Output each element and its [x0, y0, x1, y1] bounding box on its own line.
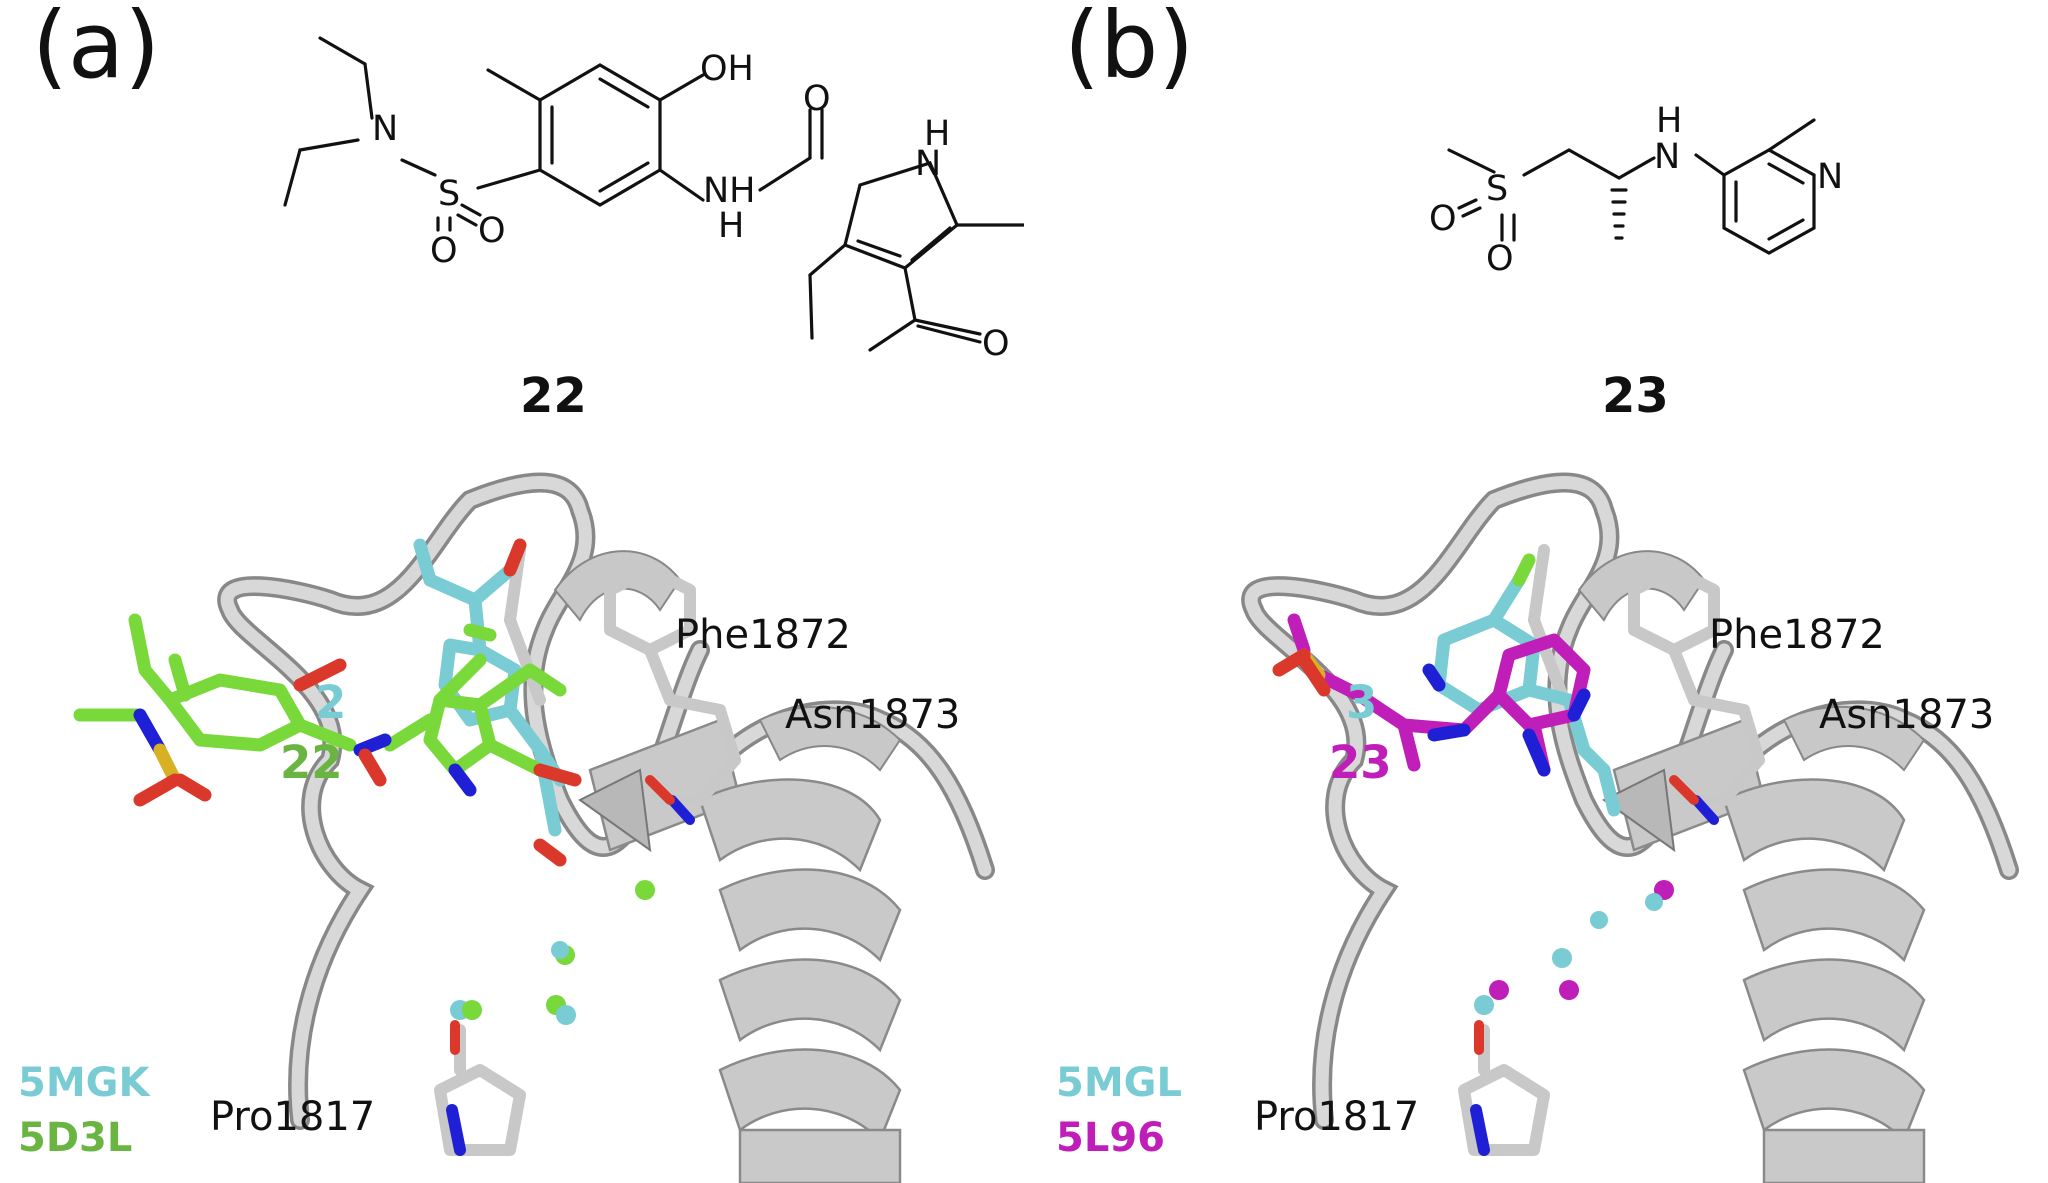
ligand-label-ref: 2	[315, 676, 347, 729]
pdb-label-compound: 5D3L	[18, 1115, 133, 1161]
pdb-label-ref: 5MGL	[1056, 1060, 1182, 1106]
compound-number: 23	[1602, 368, 1669, 424]
binding-pocket-scene	[73, 472, 995, 1183]
residue-label-asn: Asn1873	[1819, 692, 1995, 738]
binding-pocket-scene	[1241, 472, 2019, 1183]
pdb-label-compound: 5L96	[1056, 1115, 1165, 1161]
residue-label-phe: Phe1872	[675, 612, 851, 658]
chem-label-o2: O	[478, 211, 506, 251]
ligand-label-compound: 22	[280, 736, 343, 789]
structure-compound-22: OH N S O O NH H O H N O	[283, 36, 1024, 364]
chem-label-oh: OH	[700, 49, 754, 89]
residue-label-phe: Phe1872	[1709, 612, 1885, 658]
chem-label-h: H	[718, 206, 744, 246]
chem-label-o2: O	[1486, 239, 1514, 279]
panel-letter-b: (b)	[1064, 0, 1195, 99]
chem-label-o4: O	[982, 324, 1010, 364]
residue-label-pro: Pro1817	[1254, 1094, 1420, 1140]
chem-label-n2: N	[1817, 157, 1843, 197]
ligand-label-ref: 3	[1346, 676, 1378, 729]
pdb-label-ref: 5MGK	[18, 1060, 150, 1106]
residue-label-asn: Asn1873	[785, 692, 961, 738]
panel-b: (b)	[1024, 0, 2048, 1183]
chem-label-s: S	[438, 174, 460, 214]
chem-label-s: S	[1486, 169, 1508, 209]
chem-label-n: N	[372, 109, 398, 149]
chem-label-nh: NH	[703, 171, 756, 211]
chem-label-h: H	[1656, 101, 1682, 141]
chem-label-h2: H	[924, 114, 950, 154]
chem-label-o3: O	[803, 79, 831, 119]
ligand-label-compound: 23	[1329, 736, 1392, 789]
chem-label-o1: O	[430, 231, 458, 271]
structure-compound-23: S O O H N N	[1429, 101, 1843, 279]
panel-a: (a)	[18, 0, 1024, 1183]
chem-label-o1: O	[1429, 199, 1457, 239]
compound-number: 22	[520, 368, 587, 424]
panel-letter-a: (a)	[32, 0, 161, 99]
residue-label-pro: Pro1817	[210, 1094, 376, 1140]
chem-label-n2: N	[915, 144, 941, 184]
chem-label-n1: N	[1654, 137, 1680, 177]
